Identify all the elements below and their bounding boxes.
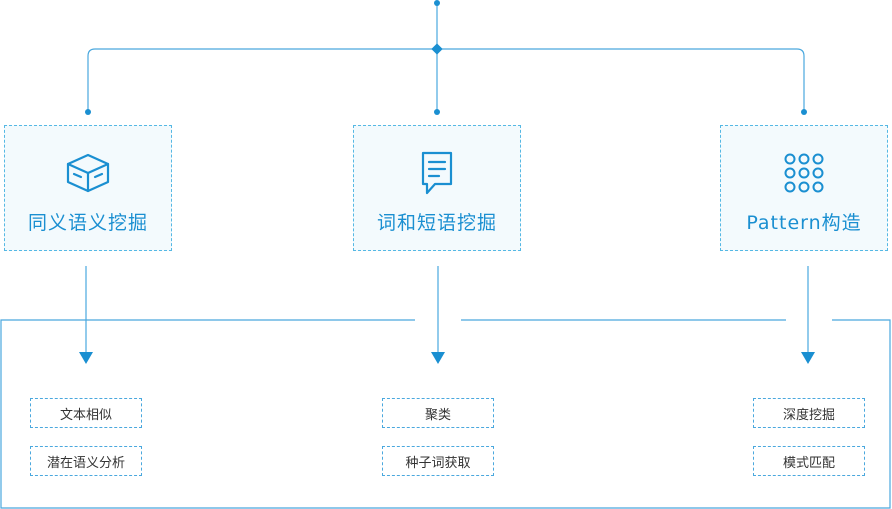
tag-text-similarity: 文本相似 — [30, 398, 142, 428]
tag-latent-semantic-analysis: 潜在语义分析 — [30, 446, 142, 476]
arrow-head-right — [801, 352, 815, 364]
tag-seed-word-acquisition: 种子词获取 — [382, 446, 494, 476]
branch-end-dot-right — [801, 109, 807, 115]
tag-pattern-matching: 模式匹配 — [753, 446, 865, 476]
document-chat-icon — [419, 150, 455, 196]
card-synonym-mining: 同义语义挖掘 — [4, 125, 172, 251]
branch-end-dot-left — [85, 109, 91, 115]
dot-grid-icon — [782, 150, 826, 196]
top-node-dot — [434, 0, 440, 6]
card-label: 词和短语挖掘 — [376, 212, 497, 234]
cube-icon — [65, 150, 111, 196]
arrow-head-left — [79, 352, 93, 364]
card-label: 同义语义挖掘 — [27, 212, 148, 234]
junction-diamond — [431, 43, 443, 55]
arrow-head-center — [431, 352, 445, 364]
card-pattern-construction: Pattern构造 — [720, 125, 888, 251]
tag-deep-mining: 深度挖掘 — [753, 398, 865, 428]
card-label: Pattern构造 — [746, 212, 862, 234]
tag-clustering: 聚类 — [382, 398, 494, 428]
branch-end-dot-center — [434, 109, 440, 115]
card-word-phrase-mining: 词和短语挖掘 — [353, 125, 521, 251]
